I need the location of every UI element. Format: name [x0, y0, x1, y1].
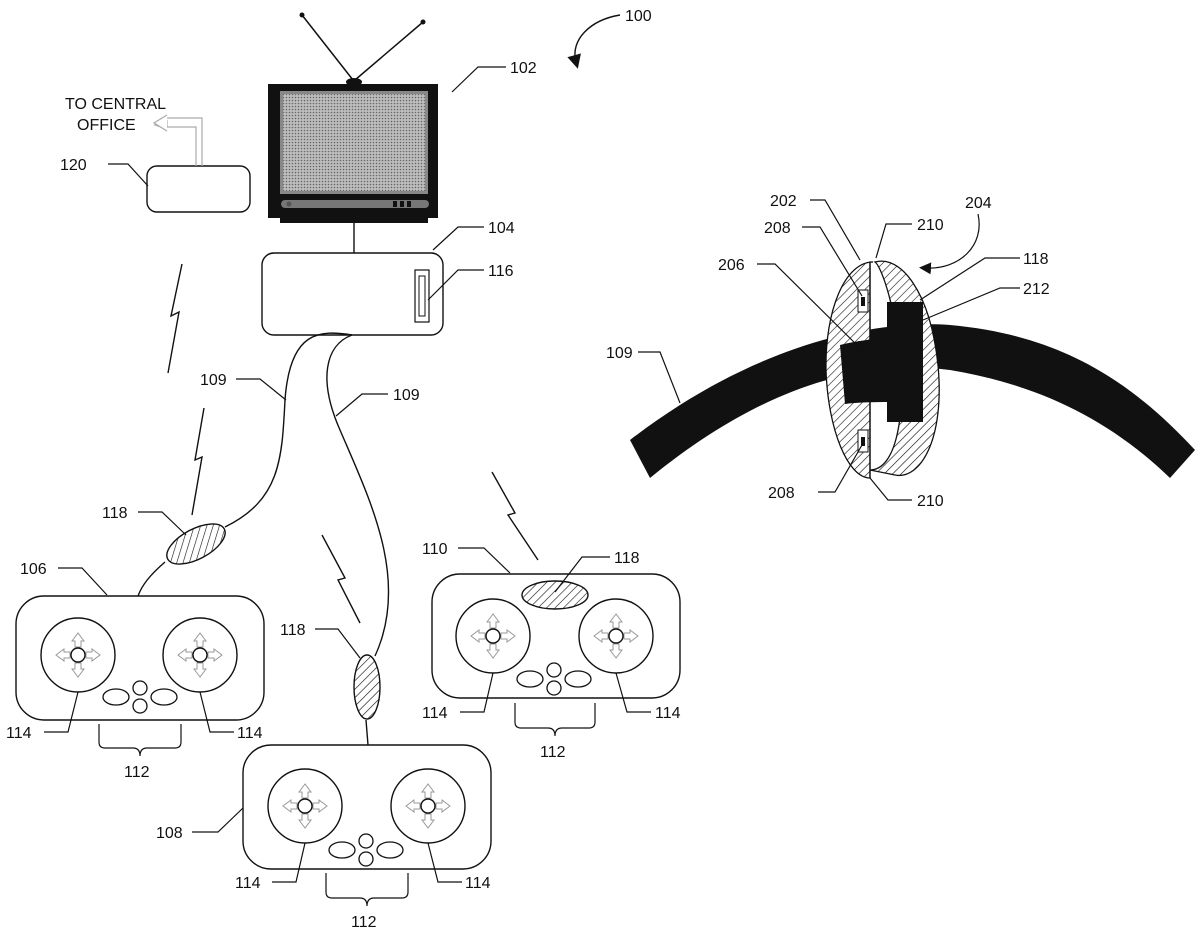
joystick-ref-label: 114: [6, 725, 32, 742]
assembly-ref-label: 204: [965, 195, 992, 212]
detail-212-ref: 212: [922, 281, 1050, 321]
cable-right-ref: 109: [335, 387, 420, 417]
detail-cable-ref: 109: [606, 345, 681, 404]
controller-108-tag-ref: 118: [280, 622, 361, 659]
gateway-ref: 120: [60, 157, 149, 187]
controller-106-ref: 106: [20, 561, 108, 596]
stb-ref-label: 104: [488, 220, 515, 237]
controller-110-buttons-ref: 112: [514, 703, 596, 761]
tag-118-controller-106: [166, 523, 226, 565]
controller-108-ref: 108: [156, 807, 244, 842]
central-office-line2: OFFICE: [77, 117, 136, 134]
controller-106-tag-ref: 118: [102, 505, 187, 536]
card-slot-ref: 116: [427, 263, 514, 301]
detail-206-ref: 206: [718, 257, 869, 357]
cable-right: [326, 334, 390, 657]
detail-210-bottom-ref: 210: [869, 477, 944, 510]
detail-208-top-ref: 208: [764, 220, 863, 297]
controller-108-joy-right-ref: 114: [427, 842, 491, 892]
controller-106-joy-right-ref: 114: [199, 691, 263, 742]
buttons-ref-label: 112: [540, 744, 566, 761]
hinge-ref-label: 210: [917, 493, 944, 510]
joystick-ref-label: 114: [465, 875, 491, 892]
detail-204-ref: 204: [919, 195, 992, 275]
controller-110: [431, 573, 681, 699]
tag-118-controller-110: [521, 580, 589, 610]
tv-ref-label: 102: [510, 60, 537, 77]
television: [268, 12, 438, 223]
controller-108-ref-label: 108: [156, 825, 183, 842]
bore-ref-label: 206: [718, 257, 745, 274]
joystick-ref-label: 114: [655, 705, 681, 722]
tag-ref-label: 118: [102, 505, 128, 522]
controller-108-buttons-ref: 112: [325, 873, 409, 931]
joystick-ref-label: 114: [422, 705, 448, 722]
controller-110-ref: 110: [422, 541, 511, 574]
controller-106-buttons-ref: 112: [98, 724, 182, 781]
detail-202-ref: 202: [770, 193, 861, 261]
latch-ref-label: 208: [768, 485, 795, 502]
controller-110-joy-right-ref: 114: [615, 672, 681, 722]
controller-106-ref-label: 106: [20, 561, 47, 578]
controller-110-joy-left-ref: 114: [422, 672, 494, 722]
controller-108-joy-left-ref: 114: [235, 842, 306, 892]
wireless-bolt-icon: [191, 407, 205, 516]
figure-ref: 100: [567, 8, 652, 69]
wireless-bolt-icon: [491, 471, 539, 561]
joystick-ref-label: 114: [237, 725, 263, 742]
tag-118-controller-108: [353, 654, 381, 720]
controller-108: [242, 654, 492, 870]
detail-208-bottom-ref: 208: [768, 444, 863, 502]
buttons-ref-label: 112: [351, 914, 377, 931]
detail-210-top-ref: 210: [875, 217, 944, 259]
hinge-ref-label: 210: [917, 217, 944, 234]
tag-ref-label: 118: [280, 622, 306, 639]
buttons-ref-label: 112: [124, 764, 150, 781]
latch-ref-label: 208: [764, 220, 791, 237]
central-office-line1: TO CENTRAL: [65, 96, 166, 113]
cable-left-ref-label: 109: [200, 372, 227, 389]
gateway: [146, 165, 251, 213]
central-office-arrow: [152, 114, 203, 166]
tv-ref: 102: [451, 60, 537, 93]
stb-ref: 104: [432, 220, 515, 251]
cable-left-ref: 109: [200, 372, 287, 401]
chip-ref-label: 212: [1023, 281, 1050, 298]
detail-view: [630, 260, 1195, 479]
gateway-ref-label: 120: [60, 157, 87, 174]
joystick-ref-label: 114: [235, 875, 261, 892]
figure-ref-label: 100: [625, 8, 652, 25]
wireless-bolt-icon: [167, 263, 183, 374]
card-slot-ref-label: 116: [488, 263, 514, 280]
controller-110-ref-label: 110: [422, 541, 448, 558]
wireless-bolt-icon: [321, 534, 361, 624]
tag-ref-label: 118: [614, 550, 640, 567]
controller-106: [15, 523, 265, 721]
half-ref-label: 202: [770, 193, 797, 210]
detail-tag-ref-label: 118: [1023, 251, 1049, 268]
detail-118-ref: 118: [919, 251, 1049, 301]
cable-right-ref-label: 109: [393, 387, 420, 404]
detail-cable-ref-label: 109: [606, 345, 633, 362]
set-top-box: [261, 252, 444, 336]
controller-106-joy-left-ref: 114: [6, 691, 79, 742]
cable-left: [224, 332, 353, 528]
controller-110-tag-ref: 118: [554, 550, 640, 593]
chip-212: [887, 302, 923, 422]
detail-cable: [630, 324, 1195, 478]
